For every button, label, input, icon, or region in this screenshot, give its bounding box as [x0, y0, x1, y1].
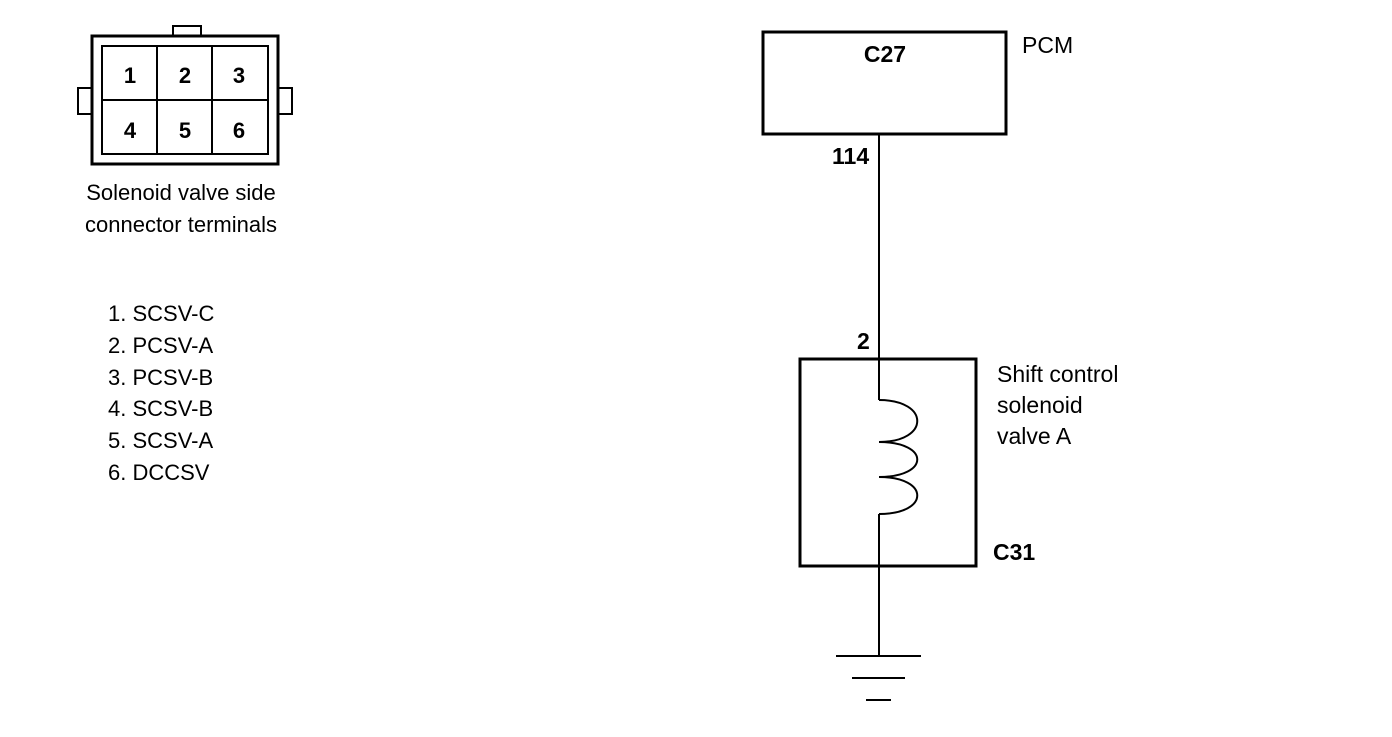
solenoid-block	[798, 357, 978, 568]
pin-label-6: 6	[233, 118, 245, 143]
ground-icon	[836, 655, 921, 701]
solenoid-label-line2: solenoid	[997, 392, 1083, 418]
terminal-legend-item: 4. SCSV-B	[108, 396, 213, 421]
terminal-legend-item: 3. PCSV-B	[108, 365, 213, 390]
connector-caption-line1: Solenoid valve side	[86, 180, 276, 205]
solenoid-label-line1: Shift control	[997, 361, 1118, 387]
pin-label-1: 1	[124, 63, 136, 88]
pcm-box	[761, 30, 1008, 136]
pin-label-3: 3	[233, 63, 245, 88]
pin-label-2: 2	[179, 63, 191, 88]
terminal-legend-item: 2. PCSV-A	[108, 333, 213, 358]
connector-face: 1 2 3 4 5 6	[77, 25, 293, 166]
pcm-label: PCM	[1022, 32, 1073, 58]
terminal-legend-item: 1. SCSV-C	[108, 301, 214, 326]
terminal-legend-item: 6. DCCSV	[108, 460, 210, 485]
connector-right-latch	[277, 87, 293, 115]
solenoid-pin-label: 2	[857, 328, 870, 354]
pin-label-5: 5	[179, 118, 191, 143]
terminal-legend-item: 5. SCSV-A	[108, 428, 213, 453]
pcm-connector-label: C27	[864, 41, 906, 67]
pcm-block: C27 PCM	[761, 30, 1073, 136]
terminal-legend: 1. SCSV-C 2. PCSV-A 3. PCSV-B 4. SCSV-B …	[108, 301, 214, 485]
connector-left-latch	[77, 87, 93, 115]
solenoid-label-line3: valve A	[997, 423, 1072, 449]
connector-caption-line2: connector terminals	[85, 212, 277, 237]
solenoid-coil-icon	[878, 399, 919, 515]
solenoid-connector-label: C31	[993, 539, 1035, 565]
pin-label-4: 4	[124, 118, 137, 143]
solenoid-box	[798, 357, 978, 568]
pcm-pin-label: 114	[832, 143, 869, 169]
